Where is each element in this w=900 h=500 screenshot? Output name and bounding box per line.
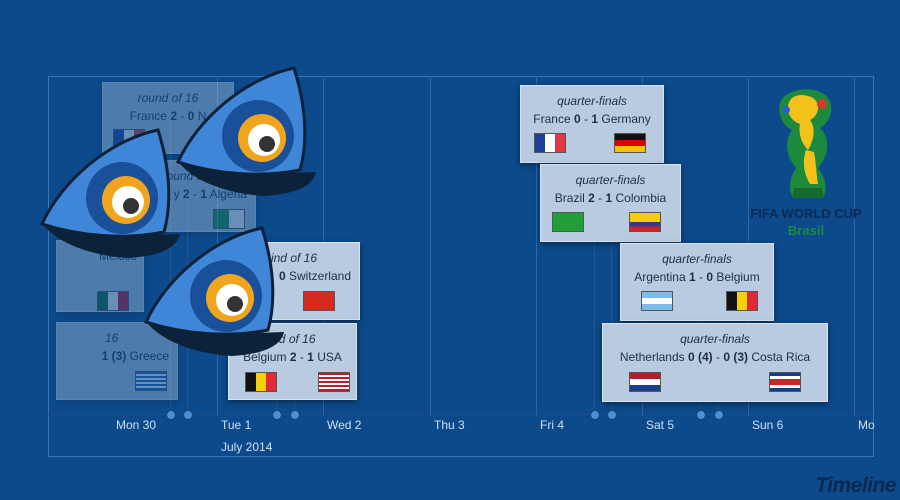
event-card[interactable]: ind of 16 Belgium 2 - 1 USA bbox=[228, 323, 357, 400]
event-stage: quarter-finals bbox=[662, 252, 732, 266]
event-dot[interactable] bbox=[183, 410, 193, 420]
flag-icon bbox=[213, 209, 245, 229]
flag-icon bbox=[614, 133, 646, 153]
day-label: Sat 5 bbox=[646, 418, 675, 432]
event-card[interactable]: quarter-finals Brazil 2 - 1 Colombia bbox=[540, 164, 681, 242]
day-label: Mo bbox=[858, 418, 875, 432]
flag-icon bbox=[552, 212, 584, 232]
time-axis bbox=[48, 414, 874, 415]
eye-mascot-icon bbox=[175, 66, 316, 196]
flag-icon bbox=[97, 291, 129, 311]
flag-icon bbox=[769, 372, 801, 392]
event-dot[interactable] bbox=[290, 410, 300, 420]
event-dot[interactable] bbox=[166, 410, 176, 420]
event-card[interactable]: quarter-finals Netherlands 0 (4) - 0 (3)… bbox=[602, 323, 828, 402]
logo-subtitle: Brasil bbox=[787, 223, 825, 238]
flag-icon bbox=[318, 372, 350, 392]
day-divider bbox=[430, 76, 431, 416]
event-score: 0 Switzerland bbox=[278, 269, 351, 283]
event-score: Netherlands 0 (4) - 0 (3) Costa Rica bbox=[619, 350, 811, 364]
event-score: France 0 - 1 Germany bbox=[533, 112, 651, 126]
event-dot[interactable] bbox=[607, 410, 617, 420]
day-label: Wed 2 bbox=[327, 418, 362, 432]
eye-mascot-icon bbox=[39, 128, 180, 258]
trophy-icon bbox=[779, 89, 832, 198]
event-dot[interactable] bbox=[272, 410, 282, 420]
event-stage: quarter-finals bbox=[557, 94, 627, 108]
event-card[interactable]: quarter-finals France 0 - 1 Germany bbox=[520, 85, 664, 163]
day-label: Fri 4 bbox=[540, 418, 564, 432]
day-label: Mon 30 bbox=[116, 418, 157, 432]
event-dot[interactable] bbox=[590, 410, 600, 420]
flag-icon bbox=[629, 372, 661, 392]
event-dot[interactable] bbox=[714, 410, 724, 420]
day-label: Tue 1 bbox=[221, 418, 252, 432]
brand-logo: Timeline bbox=[815, 474, 896, 497]
event-stage: ind of 16 bbox=[270, 251, 318, 265]
event-dot[interactable] bbox=[696, 410, 706, 420]
event-stage: quarter-finals bbox=[680, 332, 750, 346]
flag-icon bbox=[245, 372, 277, 392]
day-label: Sun 6 bbox=[752, 418, 784, 432]
event-stage: quarter-finals bbox=[575, 173, 646, 187]
event-score: Belgium 2 - 1 USA bbox=[243, 350, 342, 364]
event-card[interactable]: quarter-finals Argentina 1 - 0 Belgium bbox=[620, 243, 774, 321]
event-stem bbox=[170, 120, 171, 412]
month-label: July 2014 bbox=[221, 440, 273, 454]
eye-mascot-icon bbox=[143, 226, 284, 356]
timeline-panel[interactable] bbox=[48, 76, 874, 457]
event-card[interactable]: 16 1 (3) Greece bbox=[56, 322, 178, 400]
flag-icon bbox=[303, 291, 335, 311]
event-score: 1 (3) Greece bbox=[101, 349, 169, 363]
event-score: Argentina 1 - 0 Belgium bbox=[634, 270, 760, 284]
world-cup-logo: FIFA WORLD CUP Brasil bbox=[744, 84, 868, 242]
event-stem bbox=[594, 150, 595, 412]
flag-icon bbox=[629, 212, 661, 232]
flag-icon bbox=[641, 291, 673, 311]
event-score: France 2 - 0 N bbox=[129, 109, 207, 123]
day-divider bbox=[854, 76, 855, 416]
event-stage: round of 16 bbox=[137, 91, 199, 105]
event-stage: 16 bbox=[105, 331, 119, 345]
flag-icon bbox=[726, 291, 758, 311]
event-score: Brazil 2 - 1 Colombia bbox=[554, 191, 667, 205]
flag-icon bbox=[135, 371, 167, 391]
day-divider bbox=[536, 76, 537, 416]
day-label: Thu 3 bbox=[434, 418, 465, 432]
event-stem bbox=[611, 230, 612, 412]
flag-icon bbox=[534, 133, 566, 153]
logo-title: FIFA WORLD CUP bbox=[750, 206, 862, 221]
